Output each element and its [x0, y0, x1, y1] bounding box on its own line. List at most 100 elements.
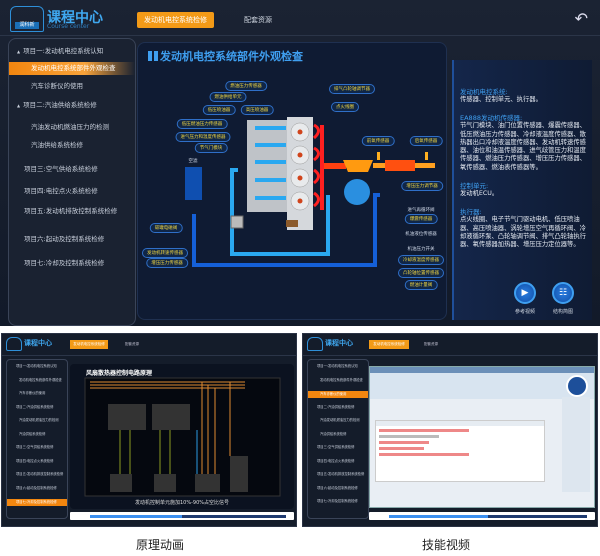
mini-sidebar-item[interactable]: 汽油供给系统检修 [19, 431, 46, 436]
diagram-label: 碳罐电磁阀 [149, 223, 183, 233]
sidebar-item[interactable]: 发动机电控系统部件外观检查 [9, 62, 135, 75]
caption-skill-video: 技能视频 [421, 538, 470, 552]
animation-subtitle: 发动机控制单元施加10%-90%占空比信号 [134, 500, 230, 506]
diagram-label: 点火线圈 [331, 102, 359, 112]
sidebar-item[interactable]: 汽油发动机燃油压力的检测 [31, 123, 109, 131]
mini-sidebar-item[interactable]: 汽车诊断仪的使用 [308, 391, 368, 398]
video-progress-bar[interactable] [369, 512, 595, 520]
mini-sidebar-item[interactable]: 项目二:汽油供给系统检修 [16, 404, 54, 409]
sidebar: ▲项目一:发动机电控系统认知发动机电控系统部件外观检查汽车诊断仪的使用 ▲项目二:… [8, 38, 136, 326]
circuit-diagram [84, 377, 281, 497]
diagram-label: 空滤 [188, 159, 198, 164]
app-title: 课程中心 [47, 10, 103, 26]
mini-sidebar-item[interactable]: 发动机电控系统部件外观检查 [19, 377, 62, 382]
sidebar-item[interactable]: 汽油供给系统检修 [31, 141, 83, 149]
hierarchy-icon: ☷ [558, 288, 568, 298]
sidebar-item[interactable]: ▲项目二:汽油供给系统检修 [17, 101, 97, 109]
mini-sidebar-item[interactable]: 项目一:发动机电控系统认知 [317, 364, 358, 368]
main-screenshot: 润科新 课程中心 Course center 发动机电控系统检修 配套资源 ↶ … [0, 0, 600, 326]
diagram-label: 机油压力开关 [407, 247, 435, 252]
diagnostic-software-window [369, 366, 595, 508]
mini-title: 课程中心 [325, 339, 353, 347]
diagram-label: 增压压力传感器 [146, 258, 188, 268]
sidebar-item[interactable]: 项目四:电控点火系统检修 [24, 187, 98, 195]
mini-sidebar-item[interactable]: 项目三:空气供给系统检修 [16, 445, 54, 449]
diagram-label: 排气凸轮轴调节器 [329, 84, 375, 94]
mini-tab[interactable]: 配套资源 [125, 342, 139, 346]
expand-triangle-icon: ▲ [17, 103, 21, 108]
diagram-label: 爆震传感器 [404, 214, 438, 224]
info-body: 传感器、控制单元、执行器。 [460, 96, 542, 103]
info-panel: 发动机电控系统:传感器、控制单元、执行器。 EA888发动机传感器:节气门模块、油… [452, 60, 592, 320]
sidebar-item[interactable]: 项目七:冷却及控制系统检修 [24, 259, 105, 267]
mini-sidebar-item[interactable]: 汽油发动机燃油压力的检测 [19, 418, 59, 422]
mini-title: 课程中心 [24, 339, 52, 347]
diagram-label: 燃油供给单元 [209, 92, 247, 102]
diagram-label: 增压压力调节器 [401, 181, 443, 191]
diagram-label: 燃油计量阀 [404, 280, 438, 290]
diagram-label: 进气压力和温度传感器 [175, 132, 231, 142]
info-heading: 发动机电控系统: [460, 88, 508, 96]
info-heading: 执行器: [460, 208, 482, 217]
mini-tab[interactable]: 配套资源 [424, 342, 438, 346]
diagram-label: 机油液位传感器 [405, 232, 437, 237]
caption-principle-animation: 原理动画 [135, 538, 184, 552]
turbo-compressor [344, 179, 370, 205]
info-heading: 控制单元: [460, 182, 489, 191]
animation-area: 风扇散热器控制电路原理 发动机控制单元施加10%-90%占空比信号 [70, 364, 294, 509]
principle-animation-screenshot: 课程中心 发动机电控系统检修 配套资源 项目一:发动机电控系统认知发动机电控系统… [1, 333, 297, 527]
app-subtitle: Course center [47, 23, 90, 30]
mini-sidebar: 项目一:发动机电控系统认知发动机电控系统部件外观检查汽车诊断仪的使用项目二:汽油… [6, 359, 68, 519]
mini-sidebar-item[interactable]: 汽油发动机燃油压力的检测 [320, 418, 360, 422]
mini-sidebar-item[interactable]: 项目二:汽油供给系统检修 [317, 404, 355, 409]
diagram-label: 节气门模块 [194, 143, 228, 153]
header: 润科新 课程中心 Course center 发动机电控系统检修 配套资源 ↶ [0, 0, 600, 36]
video-progress-bar[interactable] [70, 512, 294, 520]
reference-video-label: 参考视频 [514, 309, 535, 315]
diagram-label: 低压喷油器 [202, 105, 236, 115]
mini-sidebar-item[interactable]: 项目七:冷却及控制系统检修 [317, 499, 358, 503]
mini-sidebar-item[interactable]: 项目三:空气供给系统检修 [317, 445, 355, 449]
mini-tab[interactable]: 发动机电控系统检修 [369, 340, 409, 349]
diagram-label: 后氧传感器 [409, 136, 443, 146]
mini-sidebar-item[interactable]: 项目六:起动及控制系统检修 [16, 485, 57, 490]
air-filter [185, 167, 202, 200]
diagram-label: 凸轮轴位置传感器 [398, 268, 444, 278]
logo: 润科新 [10, 6, 44, 32]
sidebar-item[interactable]: 项目三:空气供给系统检修 [24, 165, 98, 173]
engine-diagram [185, 117, 435, 267]
diagram-label: 前氧传感器 [361, 136, 395, 146]
mini-sidebar-item[interactable]: 项目一:发动机电控系统认知 [16, 364, 57, 368]
info-body: 发动机ECU。 [460, 190, 499, 198]
sidebar-item[interactable]: 项目六:起动及控制系统检修 [24, 235, 105, 243]
diagram-label: 发动机转速传感器 [142, 248, 188, 258]
mini-sidebar-item[interactable]: 项目五:发动机排放控制系统检修 [16, 472, 64, 476]
sidebar-item[interactable]: ▲项目一:发动机电控系统认知 [17, 47, 104, 55]
mini-sidebar-item[interactable]: 项目七:冷却及控制系统检修 [7, 499, 67, 506]
tab-resources[interactable]: 配套资源 [244, 16, 272, 24]
animation-title: 风扇散热器控制电路原理 [86, 370, 153, 377]
expand-triangle-icon: ▲ [17, 49, 21, 54]
diagram-label: 燃油压力传感器 [225, 81, 267, 91]
back-arrow-icon[interactable]: ↶ [574, 9, 588, 28]
mini-sidebar-item[interactable]: 汽油供给系统检修 [320, 431, 347, 436]
reference-video-button[interactable]: ▶ [514, 282, 536, 304]
page-title: 发动机电控系统部件外观检查 [148, 48, 303, 64]
mini-sidebar-item[interactable]: 项目五:发动机排放控制系统检修 [317, 472, 365, 476]
info-heading: EA888发动机传感器: [460, 114, 523, 123]
tab-engine-control[interactable]: 发动机电控系统检修 [137, 12, 214, 28]
structure-diagram-button[interactable]: ☷ [552, 282, 574, 304]
mini-sidebar: 项目一:发动机电控系统认知发动机电控系统部件外观检查汽车诊断仪的使用项目二:汽油… [307, 359, 369, 519]
mini-sidebar-item[interactable]: 项目六:起动及控制系统检修 [317, 485, 358, 490]
mini-sidebar-item[interactable]: 发动机电控系统部件外观检查 [320, 377, 363, 382]
sidebar-item[interactable]: 项目五:发动机排放控制系统检修 [24, 207, 118, 215]
info-body: 节气门模块、油门位置传感器、爆震传感器、低压燃油压力传感器、冷却液温度传感器、散… [460, 122, 586, 171]
mini-sidebar-item[interactable]: 汽车诊断仪的使用 [19, 391, 46, 395]
mini-tab[interactable]: 发动机电控系统检修 [70, 340, 108, 349]
sidebar-item[interactable]: 汽车诊断仪的使用 [31, 82, 83, 90]
diagram-label: 冷却液温度传感器 [398, 255, 444, 265]
diagram-label: 低压燃油压力传感器 [176, 119, 228, 129]
mini-sidebar-item[interactable]: 项目四:电控点火系统检修 [317, 458, 355, 463]
mini-sidebar-item[interactable]: 项目四:电控点火系统检修 [16, 458, 54, 463]
structure-diagram-label: 结构简图 [552, 309, 573, 315]
